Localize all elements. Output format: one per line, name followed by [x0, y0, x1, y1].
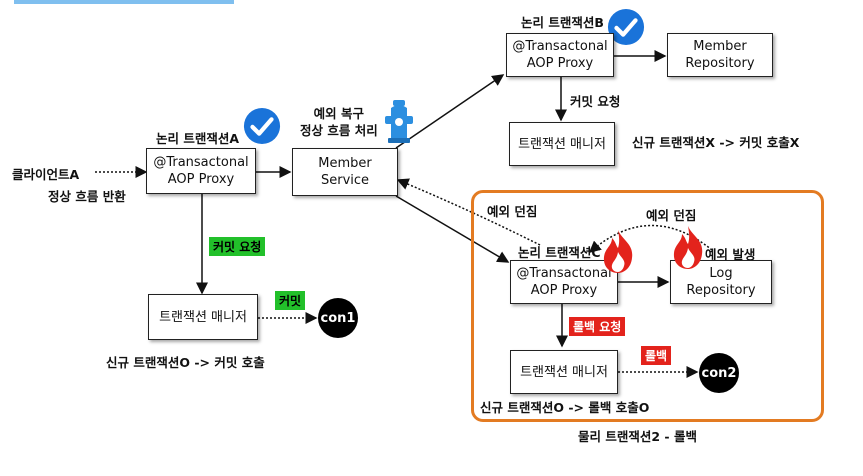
manager-a-box: 트랜잭션 매니저 — [148, 294, 258, 340]
fire-icon — [673, 226, 703, 269]
client-label: 클라이언트A — [12, 167, 80, 182]
tx-b-commit-request: 커밋 요청 — [570, 94, 621, 109]
physical-transaction-label: 물리 트랜잭션2 - 롤백 — [578, 429, 697, 444]
arrow-service-to-proxy-b — [395, 74, 505, 149]
log-repository-box: Log Repository — [670, 260, 772, 304]
member-repository-box: Member Repository — [667, 33, 773, 77]
proxy-a-label: @Transactonal AOP Proxy — [153, 155, 249, 187]
tx-c-result: 신규 트랜잭션O -> 롤백 호출O — [480, 400, 650, 415]
tx-c-title: 논리 트랜잭션C — [518, 245, 601, 260]
physical-transaction-frame — [471, 190, 824, 422]
proxy-b-label: @Transactonal AOP Proxy — [512, 39, 608, 71]
manager-b-label: 트랜잭션 매니저 — [518, 136, 606, 152]
tx-b-title: 논리 트랜잭션B — [521, 15, 604, 30]
client-return-label: 정상 흐름 반환 — [48, 189, 126, 204]
exception-thrown-inner: 예외 던짐 — [646, 208, 697, 223]
exception-thrown-outer: 예외 던짐 — [487, 204, 538, 219]
con2-circle: con2 — [699, 353, 739, 393]
service-recovery-label: 예외 복구 정상 흐름 처리 — [300, 106, 378, 138]
rollback-tag: 롤백 — [641, 346, 672, 365]
fire-icon — [603, 230, 633, 273]
tx-a-title: 논리 트랜잭션A — [156, 131, 240, 146]
tx-a-result: 신규 트랜잭션O -> 커밋 호출 — [106, 355, 265, 370]
manager-b-box: 트랜잭션 매니저 — [509, 122, 615, 166]
manager-a-label: 트랜잭션 매니저 — [159, 309, 247, 325]
arrow-service-to-proxy-c — [395, 195, 510, 263]
con1-circle: con1 — [318, 298, 358, 338]
proxy-c-label: @Transactonal AOP Proxy — [516, 266, 612, 298]
proxy-a-box: @Transactonal AOP Proxy — [146, 148, 256, 194]
proxy-c-box: @Transactonal AOP Proxy — [510, 260, 618, 304]
member-repository-label: Member Repository — [685, 39, 755, 71]
exception-occurs-label: 예외 발생 — [705, 247, 756, 262]
member-service-label: Member Service — [318, 156, 372, 188]
rollback-request-tag: 롤백 요청 — [569, 317, 626, 336]
member-service-box: Member Service — [292, 148, 398, 196]
commit-tag-a: 커밋 — [275, 291, 306, 310]
check-badge-icon — [607, 8, 645, 46]
check-badge-icon — [243, 107, 281, 145]
tx-b-result: 신규 트랜잭션X -> 커밋 호출X — [632, 135, 800, 150]
commit-request-tag-a: 커밋 요청 — [209, 237, 266, 256]
manager-c-box: 트랜잭션 매니저 — [510, 350, 618, 394]
log-repository-label: Log Repository — [686, 266, 756, 298]
proxy-b-box: @Transactonal AOP Proxy — [506, 33, 614, 77]
manager-c-label: 트랜잭션 매니저 — [520, 364, 608, 380]
fire-hydrant-icon — [385, 100, 413, 143]
top-accent-bar — [14, 0, 234, 4]
